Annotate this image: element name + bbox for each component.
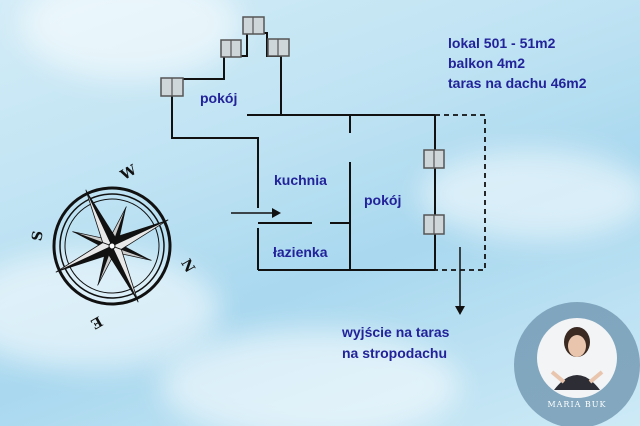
window-icon (242, 16, 265, 35)
window-icon (423, 214, 445, 235)
terrace-exit-line2: na stropodachu (342, 345, 448, 361)
terrace-exit-note: wyjście na taras na stropodachu (342, 322, 449, 364)
floor-plan-walls (171, 32, 436, 271)
room-label-kuchnia: kuchnia (274, 172, 327, 188)
info-area: lokal 501 - 51m2 (448, 35, 556, 51)
room-label-lazienka: łazienka (273, 244, 328, 260)
window-icon (220, 39, 242, 58)
apartment-info: lokal 501 - 51m2 balkon 4m2 taras na dac… (448, 33, 587, 93)
real-estate-agent-logo: MARIA BUK (514, 302, 640, 426)
terrace-exit-arrow-icon (455, 247, 465, 315)
terrace-exit-line1: wyjście na taras (342, 324, 450, 340)
agent-photo-icon (537, 318, 617, 398)
background-cloud (420, 150, 640, 240)
window-icon (160, 77, 184, 97)
room-label-pokoj-top: pokój (200, 90, 238, 106)
room-label-pokoj-right: pokój (364, 192, 402, 208)
entrance-arrow-icon (231, 208, 281, 218)
balcony-outline (435, 114, 486, 271)
background-cloud (0, 250, 220, 370)
logo-name: MARIA BUK (547, 400, 607, 409)
background-cloud (160, 330, 460, 426)
info-terrace: taras na dachu 46m2 (448, 75, 587, 91)
window-icon (423, 149, 445, 169)
window-icons (160, 16, 445, 235)
window-icon (267, 38, 290, 57)
info-balcony: balkon 4m2 (448, 55, 526, 71)
compass-rose-icon (52, 186, 172, 306)
